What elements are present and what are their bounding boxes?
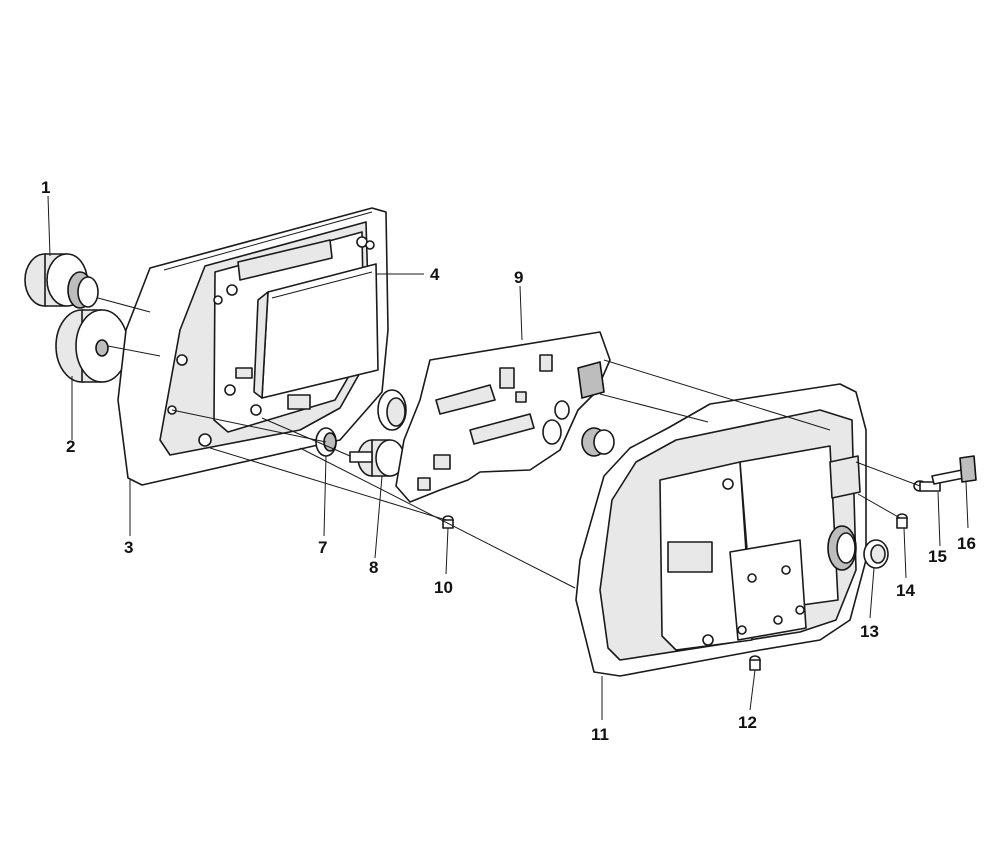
callout-9: 9 xyxy=(514,268,523,287)
callout-1: 1 xyxy=(41,178,50,197)
callout-12: 12 xyxy=(738,713,757,732)
part-ring xyxy=(377,389,407,431)
part-8-encoder xyxy=(349,439,405,477)
part-11-rear-housing xyxy=(575,383,867,677)
part-1-knob-cap xyxy=(24,253,99,309)
part-12-screw xyxy=(749,655,761,671)
part-15-screw xyxy=(913,480,941,492)
callout-13: 13 xyxy=(860,622,879,641)
part-2-knob-disc xyxy=(55,309,129,383)
callout-15: 15 xyxy=(928,547,947,566)
callout-2: 2 xyxy=(66,437,75,456)
callout-7: 7 xyxy=(318,538,327,557)
callout-leaders xyxy=(47,195,969,720)
assembly-guide-lines xyxy=(97,297,921,589)
part-13-nut xyxy=(863,539,889,569)
part-9-circuit-board xyxy=(395,331,615,503)
callout-8: 8 xyxy=(369,558,378,577)
part-4-display-module xyxy=(253,263,379,399)
part-16-bracket xyxy=(931,455,977,485)
callout-14: 14 xyxy=(896,581,915,600)
callout-3: 3 xyxy=(124,538,133,557)
part-14-screw xyxy=(896,513,908,529)
callout-4: 4 xyxy=(430,265,440,284)
callout-11: 11 xyxy=(591,725,609,744)
callout-10: 10 xyxy=(434,578,453,597)
callout-16: 16 xyxy=(957,534,976,553)
